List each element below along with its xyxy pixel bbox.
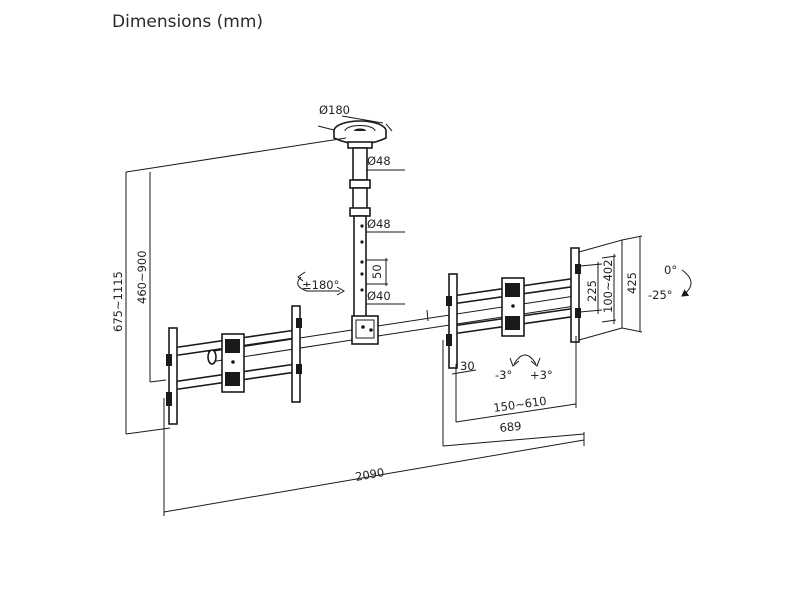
left-display-bracket [166,305,302,425]
bracket-width-dimension [442,336,585,447]
level-right-label: +3° [530,368,553,382]
tilt-bottom-label: -25° [648,288,673,302]
right-display-bracket [446,247,581,369]
level-left-label: -3° [495,368,512,382]
pole-dimension-lines [366,169,405,305]
bracket-width-label: 689 [499,419,522,435]
pole-upper-diameter-label: Ø48 [367,154,391,168]
level-arrow-icon [513,354,537,365]
offset-label: 30 [460,359,475,373]
pole-height-label: 460~900 [135,250,149,304]
rotation-arrow-icon [297,276,340,292]
total-width-dimension [163,398,585,516]
panel-height-label: 425 [625,272,639,294]
bracket-height-label: 225 [585,280,599,302]
page-title: Dimensions (mm) [112,12,264,32]
clamp-diameter-label: Ø40 [367,289,391,303]
height-dimension-lines [125,137,347,435]
overall-height-label: 675~1115 [111,271,125,332]
tilt-arrow-icon [681,269,692,297]
panel-dimension-lines [578,235,643,341]
plate-diameter-label: Ø180 [319,103,350,117]
hole-spacing-label: 50 [370,264,384,279]
pole-lower-diameter-label: Ø48 [367,217,391,231]
tilt-top-label: 0° [664,263,677,277]
vesa-horizontal-label: 150~610 [492,394,547,415]
vesa-vertical-label: 100~402 [601,259,615,313]
total-width-label: 2090 [354,465,385,484]
center-clamp [351,315,379,345]
ceiling-plate [333,120,387,149]
plate-dimension [317,115,393,132]
rotation-label: ±180° [302,278,339,292]
